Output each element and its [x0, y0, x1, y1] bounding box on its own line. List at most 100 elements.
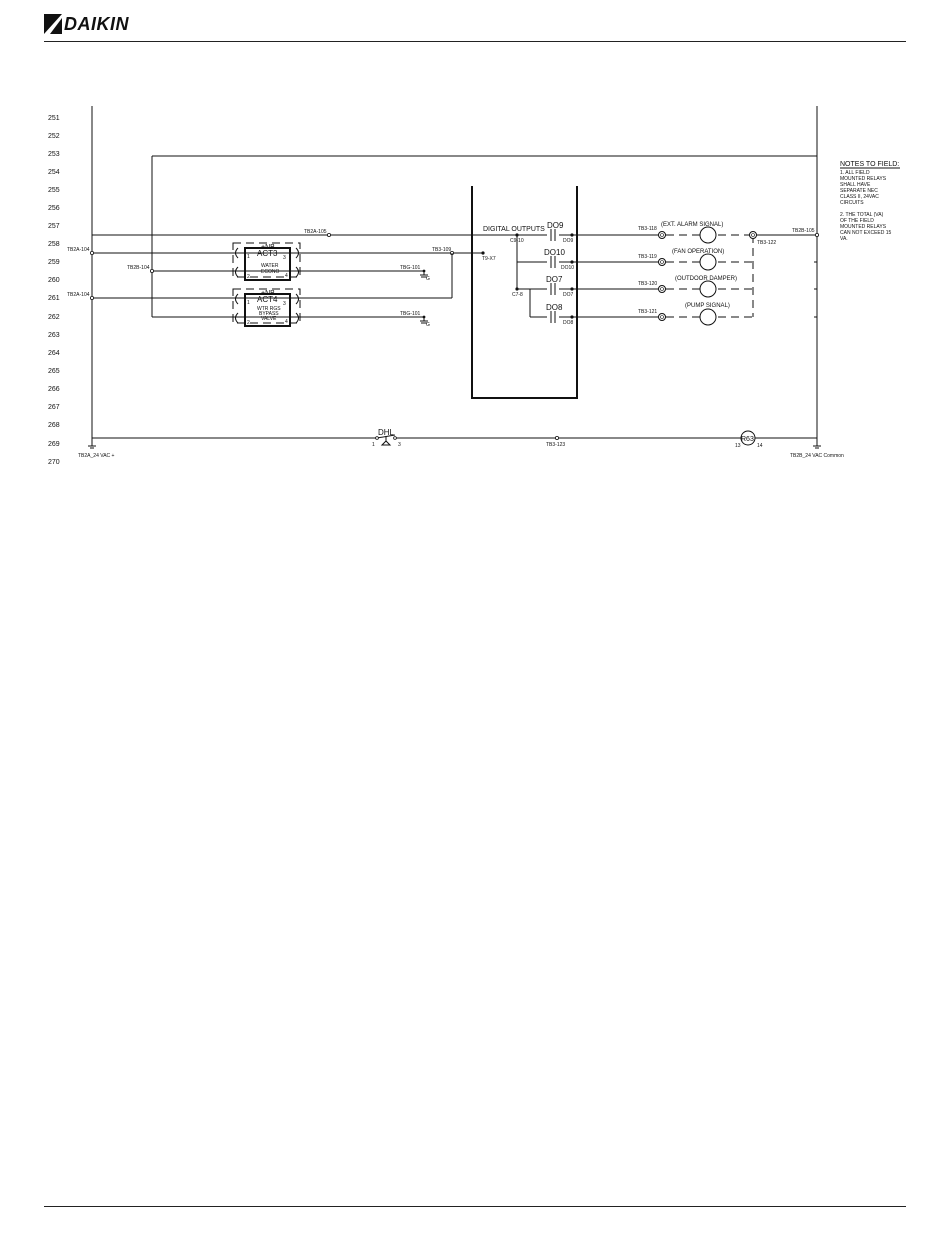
- svg-text:G: G: [426, 322, 430, 328]
- terminal-label: TB2A-105: [304, 229, 327, 235]
- note-line: MOUNTED RELAYS: [840, 176, 887, 182]
- terminal-label: T9-X7: [482, 256, 496, 262]
- terminal-label: TBG-101: [400, 311, 421, 317]
- terminal-label: TB2A-104: [67, 292, 90, 298]
- terminal-label: TB3-109: [432, 247, 451, 253]
- act3-tag: ACT3: [257, 249, 278, 258]
- do8-label: DO8: [546, 303, 563, 312]
- ground-icon: G: [420, 269, 430, 282]
- note-line: VA.: [840, 236, 848, 242]
- line-number: 258: [48, 241, 60, 248]
- terminal-tb2a-105: [326, 232, 331, 237]
- do10-label: DO10: [544, 248, 565, 257]
- relay-coil-icon: [699, 253, 717, 271]
- terminal-tb3-122: TB3-122: [749, 231, 776, 246]
- line-number: 267: [48, 404, 60, 411]
- terminal-tb2a-104-bottom: [90, 295, 95, 300]
- note-line: 1. ALL FIELD: [840, 170, 870, 176]
- switch-dhl: DHL 1 3: [368, 428, 405, 448]
- line-number: 269: [48, 441, 60, 448]
- line-number: 263: [48, 332, 60, 339]
- do9-label: DO9: [547, 221, 564, 230]
- notes-title: NOTES TO FIELD:: [840, 161, 899, 168]
- contact-do10: DO10 DO10: [544, 248, 574, 271]
- terminal-label: C7-8: [512, 292, 523, 298]
- terminal-label: TB3-121: [638, 309, 657, 315]
- terminal-label: C9-10: [510, 238, 524, 244]
- page-header: DAIKIN: [0, 0, 950, 45]
- actuator-act3: +NB ACT3 WATER ECONO 1 3 2 4: [232, 242, 301, 281]
- brand-name: DAIKIN: [64, 14, 129, 34]
- note-line: 2. THE TOTAL (VA): [840, 212, 884, 218]
- note-line: CAN NOT EXCEED 15: [840, 230, 892, 236]
- line-number: 252: [48, 133, 60, 140]
- svg-text:1: 1: [247, 254, 250, 260]
- controller-title: DIGITAL OUTPUTS: [483, 226, 545, 233]
- note-line: MOUNTED RELAYS: [840, 224, 887, 230]
- svg-text:1: 1: [372, 442, 375, 448]
- dhl-tag: DHL: [378, 428, 395, 437]
- act3-label: ECONO: [261, 269, 279, 275]
- line-number: 259: [48, 259, 60, 266]
- act4-label: WTR RGS: [257, 306, 281, 312]
- load-label: (FAN OPERATION): [672, 249, 724, 255]
- do7-label: DO7: [546, 275, 563, 284]
- load-ext-alarm: TB3-118 (EXT. ALARM SIGNAL): [638, 222, 723, 244]
- line-number: 253: [48, 151, 60, 158]
- r63-tag: R63: [741, 436, 754, 443]
- terminal-tb3-123: [555, 435, 560, 440]
- terminal-label: TB3-119: [638, 254, 657, 260]
- svg-text:3: 3: [283, 301, 286, 307]
- note-line: SHALL HAVE: [840, 182, 871, 188]
- terminal-label: TB2A-104: [67, 247, 90, 253]
- ground-icon: G: [420, 315, 430, 328]
- line-number: 256: [48, 205, 60, 212]
- relay-coil-icon: [699, 280, 717, 298]
- svg-text:DO10: DO10: [561, 265, 574, 271]
- svg-text:3: 3: [283, 255, 286, 261]
- act4-label: BYPASS: [259, 311, 279, 317]
- svg-text:4: 4: [285, 319, 288, 325]
- terminal-label: TB2B-104: [127, 265, 150, 271]
- note-line: OF THE FIELD: [840, 218, 874, 224]
- contact-do9: DO9 DO9: [547, 221, 574, 244]
- line-number: 260: [48, 277, 60, 284]
- relay-coil-icon: [699, 226, 717, 244]
- field-wiring-mask: [666, 229, 814, 325]
- svg-text:13: 13: [735, 443, 741, 449]
- note-line: CIRCUITS: [840, 200, 864, 206]
- footer-divider: [44, 1206, 906, 1207]
- line-number: 257: [48, 223, 60, 230]
- terminal-tb2a-104-top: [90, 250, 95, 255]
- act3-label: WATER: [261, 263, 279, 269]
- load-fan-operation: TB3-119 (FAN OPERATION): [638, 249, 724, 271]
- line-number: 255: [48, 187, 60, 194]
- terminal-label: TB3-122: [757, 240, 776, 246]
- line-number-column: 251 252 253 254 255 256 257 258 259 260 …: [48, 115, 60, 466]
- line-number: 262: [48, 314, 60, 321]
- note-line: CLASS II, 24VAC: [840, 194, 879, 200]
- load-pump-signal: TB3-121 (PUMP SIGNAL): [638, 303, 730, 326]
- act4-tag: ACT4: [257, 295, 278, 304]
- daikin-logo-icon: [44, 14, 62, 34]
- line-number: 264: [48, 350, 60, 357]
- act4-nb-label: +NB: [261, 290, 275, 297]
- act4-label: VALVE: [261, 316, 277, 322]
- left-rail-ground-icon: [88, 445, 96, 449]
- line-number: 266: [48, 386, 60, 393]
- contact-do7: DO7 DO7: [546, 275, 574, 298]
- load-label: (OUTDOOR DAMPER): [675, 276, 737, 282]
- svg-text:DO9: DO9: [563, 238, 574, 244]
- node-t9-x7: [481, 251, 485, 255]
- node-c9-10: [515, 233, 519, 237]
- terminal-label: TB3-120: [638, 281, 657, 287]
- notes-to-field: NOTES TO FIELD: 1. ALL FIELD MOUNTED REL…: [840, 161, 900, 242]
- terminal-label: TB3-123: [546, 442, 565, 448]
- terminal-label: TBG-101: [400, 265, 421, 271]
- act3-nb-label: +NB: [261, 244, 275, 251]
- svg-text:2: 2: [247, 274, 250, 280]
- right-rail-ground-icon: [813, 445, 821, 449]
- relay-coil-icon: [699, 308, 717, 326]
- svg-text:14: 14: [757, 443, 763, 449]
